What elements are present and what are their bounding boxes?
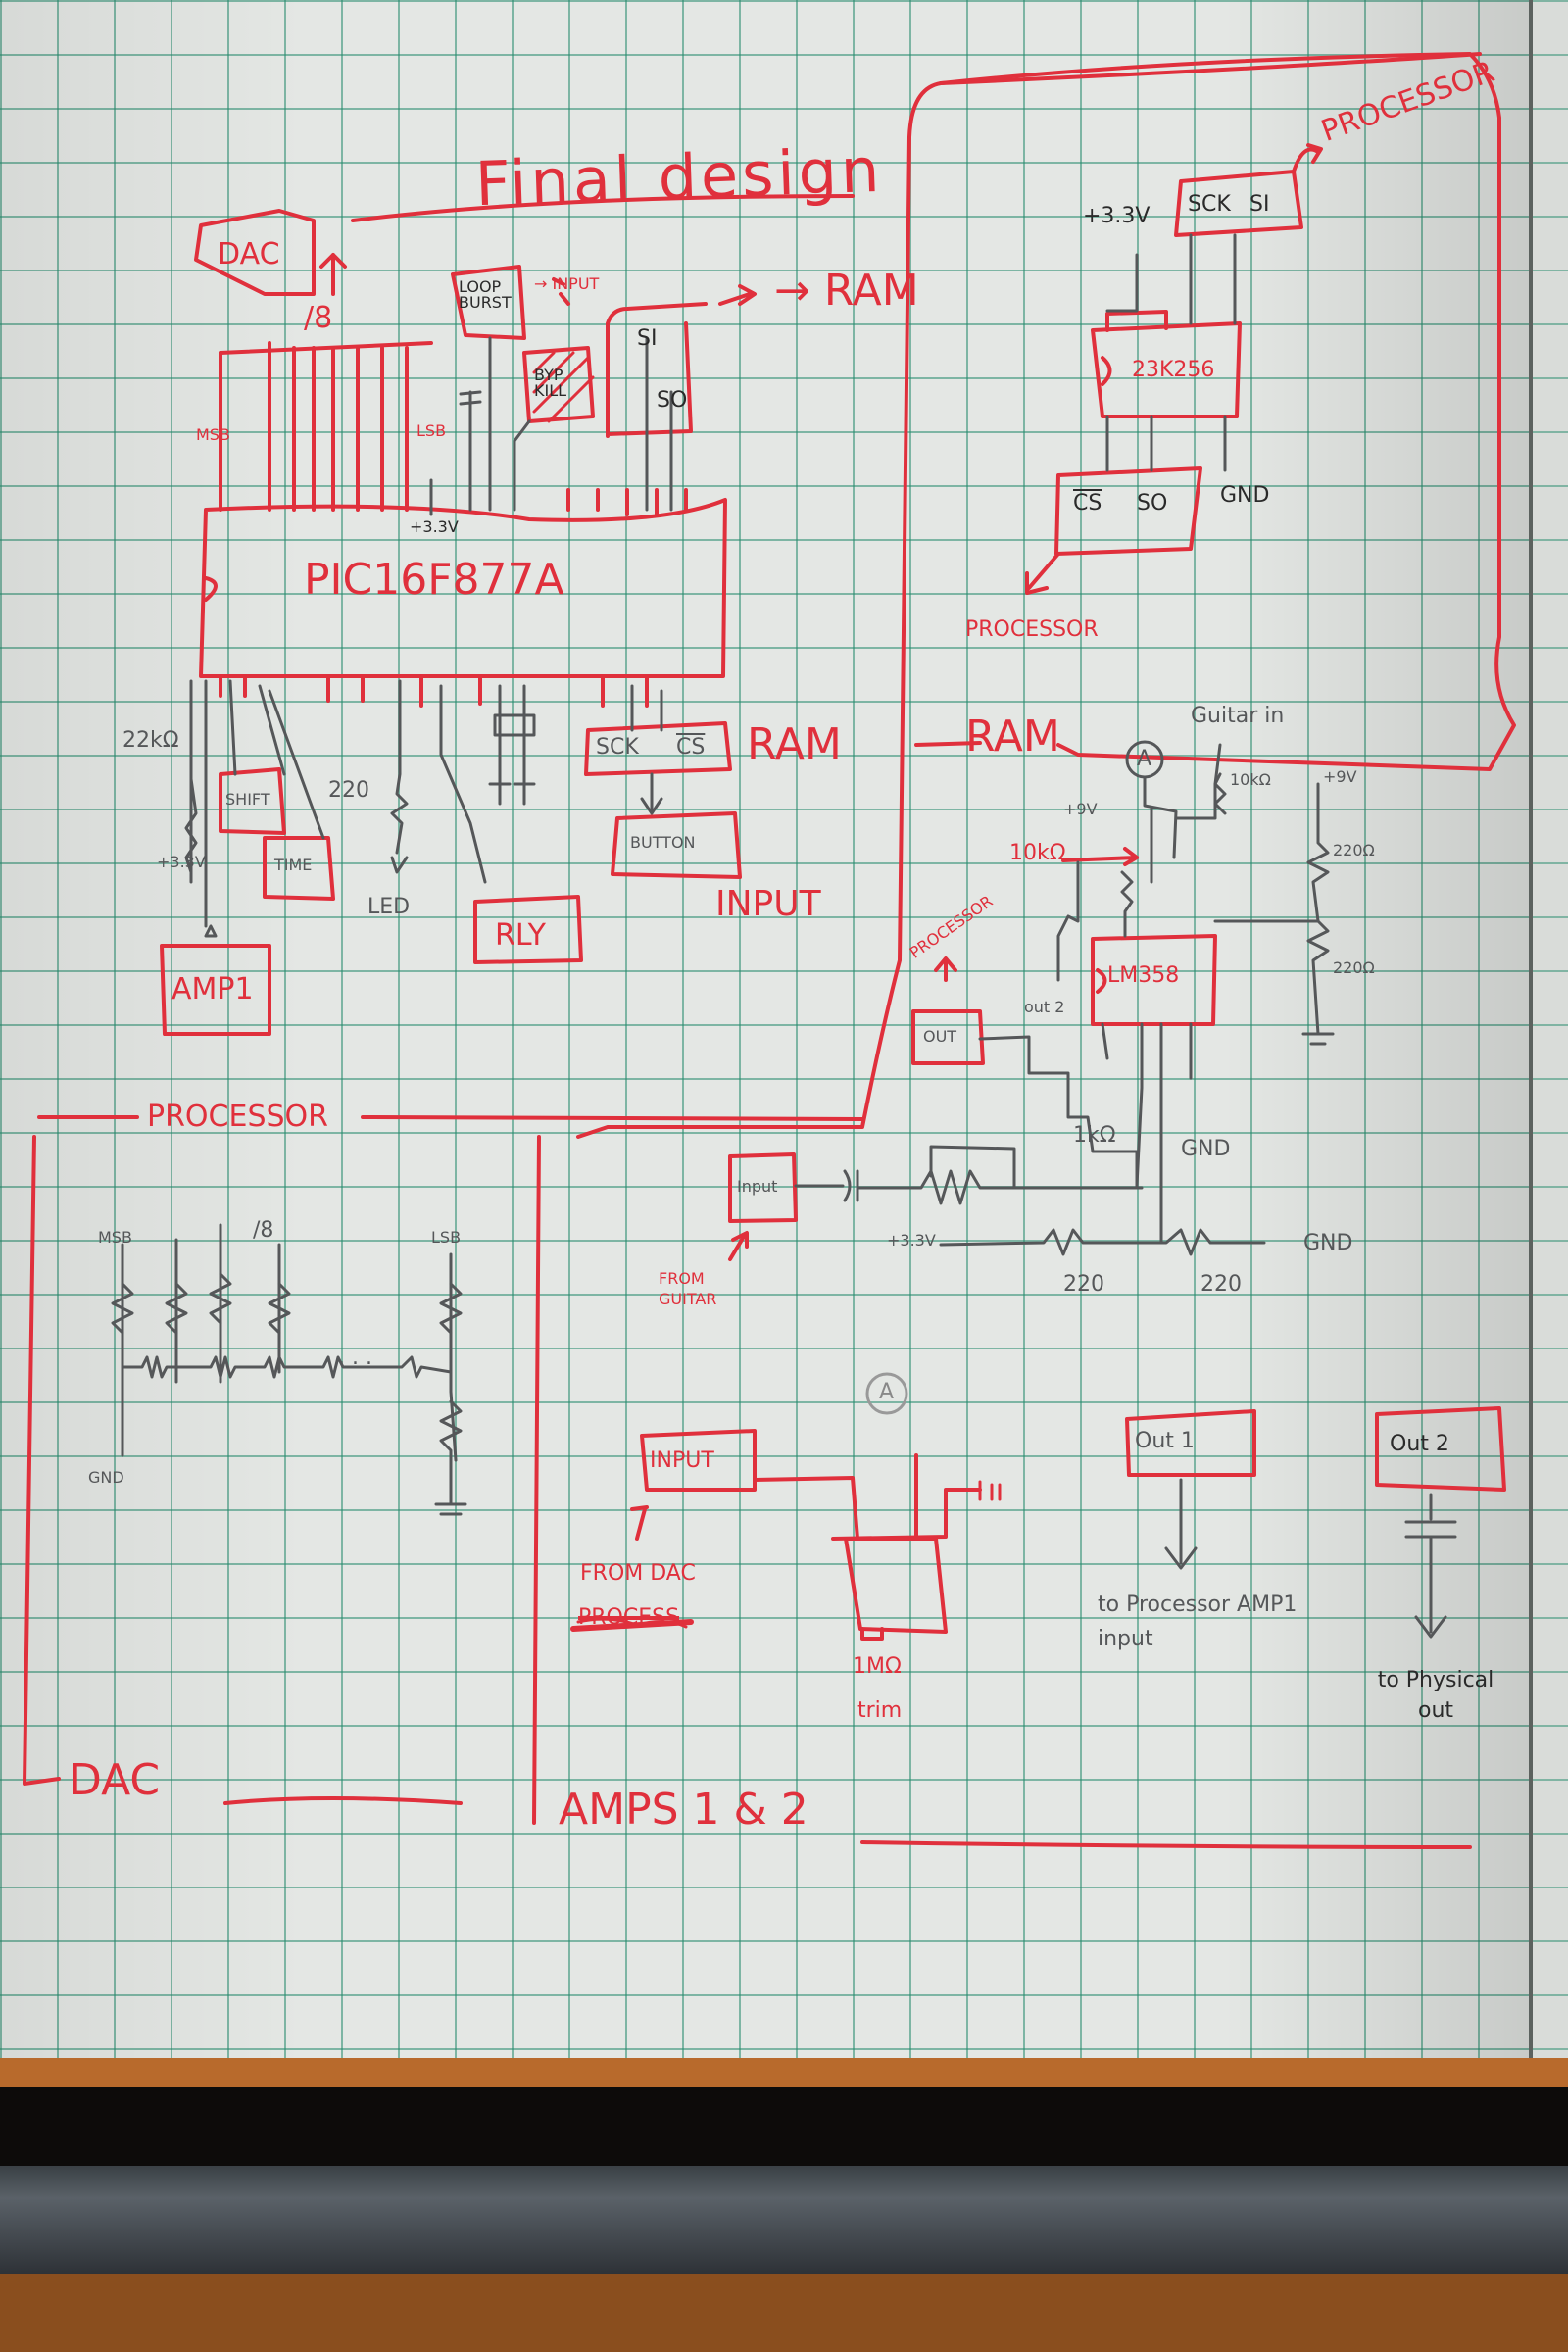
trim-value-label: 1MΩ (853, 1654, 902, 1679)
lsb-label: LSB (416, 421, 447, 440)
msb-label: MSB (196, 425, 230, 444)
out1-destination: to Processor AMP1 input (1098, 1592, 1298, 1652)
lm358-label: LM358 (1107, 963, 1180, 988)
ram-section-border-right (939, 52, 1516, 771)
dac-tag: DAC (218, 237, 280, 271)
bias-r2-label: 220 (1200, 1272, 1242, 1297)
desk-surface (0, 2274, 1568, 2352)
dac-gnd-label: GND (88, 1468, 124, 1487)
dac-msb-label: MSB (98, 1228, 132, 1247)
lm358-outline (1091, 934, 1217, 1026)
vcc-label: +3.3V (157, 853, 206, 871)
bias-r1-label: 220 (1063, 1272, 1104, 1297)
resistor-22k-label: 22kΩ (122, 728, 179, 753)
input-arrow-label: → INPUT (534, 274, 600, 293)
guitar-input-label: Input (737, 1177, 778, 1196)
out1-label: Out 1 (1135, 1429, 1195, 1453)
ram-to-processor-bottom: PROCESSOR (965, 617, 1099, 642)
processor-section-label: PROCESSOR (147, 1100, 328, 1134)
page-shading (0, 0, 1529, 2087)
trim-label: trim (858, 1698, 903, 1723)
bus-width-label: /8 (304, 301, 333, 335)
desk-shadow (0, 2087, 1568, 2176)
ram-chip-label: 23K256 (1132, 358, 1215, 382)
cs-label: CS (676, 735, 706, 760)
shift-label: SHIFT (225, 790, 270, 808)
bias-gnd-label: GND (1303, 1231, 1353, 1255)
feedback-r-label: 1kΩ (1073, 1123, 1116, 1148)
byp-kill-label: BYP KILL (534, 366, 567, 400)
rly-label: RLY (495, 918, 546, 953)
r-10k-label: 10kΩ (1230, 770, 1271, 789)
ram-cs-label: CS (1073, 491, 1102, 515)
amp-input-label: INPUT (650, 1448, 714, 1473)
dac-lsb-label: LSB (431, 1228, 462, 1247)
title-underline (351, 194, 855, 222)
out-label: OUT (923, 1027, 957, 1046)
from-dac-label: FROM DAC (580, 1561, 696, 1586)
out2-destination: to Physical out (1377, 1668, 1494, 1723)
struck-label: PROCESS (578, 1605, 680, 1630)
loop-burst-label: LOOP BURST (459, 277, 512, 312)
ram-gnd-label: GND (1220, 483, 1270, 508)
ram-arrow-label: → RAM (774, 266, 919, 316)
adjacent-page (1529, 0, 1568, 2078)
dac-amps-divider (532, 1135, 541, 1825)
input-label: INPUT (715, 884, 821, 924)
si-label: SI (637, 326, 658, 351)
dac-bus-width-label: /8 (253, 1218, 274, 1243)
graph-paper-page (0, 0, 1529, 2087)
pic-chip-label: PIC16F877A (304, 555, 564, 605)
ram-chip-outline (1091, 321, 1242, 418)
dac-tag-shape (194, 209, 316, 296)
led-label: LED (368, 895, 411, 919)
ram-so-label: SO (1137, 491, 1168, 515)
ram-si-label: SI (1250, 192, 1270, 217)
bias-v-label: +3.3V (887, 1231, 936, 1250)
ram-label-bottom: RAM (747, 719, 842, 769)
pic-chip-outline (199, 498, 727, 678)
so-label: SO (657, 388, 688, 413)
button-label: BUTTON (630, 833, 696, 852)
sck-label: SCK (596, 735, 639, 760)
ram-section-label: RAM (965, 711, 1060, 761)
node-a-label: A (1137, 747, 1152, 771)
from-guitar-label: FROM GUITAR (659, 1269, 717, 1308)
r-220-top-label: 220Ω (1333, 841, 1375, 859)
preamp-gnd-label: GND (1181, 1137, 1231, 1161)
pot-10k-label: 10kΩ (1009, 841, 1066, 865)
ram-sck-label: SCK (1188, 192, 1231, 217)
r-220-bottom-label: 220Ω (1333, 958, 1375, 977)
guitar-in-label: Guitar in (1191, 704, 1285, 728)
amp1-label: AMP1 (172, 972, 254, 1006)
resistor-220-label: 220 (328, 778, 369, 803)
v9-label: +9V (1063, 800, 1098, 818)
monitor-bezel (0, 2166, 1568, 2274)
time-label: TIME (274, 856, 313, 874)
vdd-label: +3.3V (410, 517, 459, 536)
out2-label: Out 2 (1390, 1432, 1449, 1456)
amps-section-label: AMPS 1 & 2 (559, 1785, 808, 1835)
ram-section-border-left (576, 52, 1482, 1139)
amp-node-a-label: A (879, 1380, 895, 1404)
out2-label: out 2 (1024, 998, 1065, 1016)
v9-right-label: +9V (1323, 767, 1357, 786)
ram-vdd-label: +3.3V (1083, 204, 1151, 228)
dac-section-label: DAC (69, 1755, 161, 1805)
dac-border-left (23, 1135, 61, 1786)
dac-ellipsis: . . . (338, 1346, 372, 1370)
page-title: Final design (473, 133, 885, 220)
